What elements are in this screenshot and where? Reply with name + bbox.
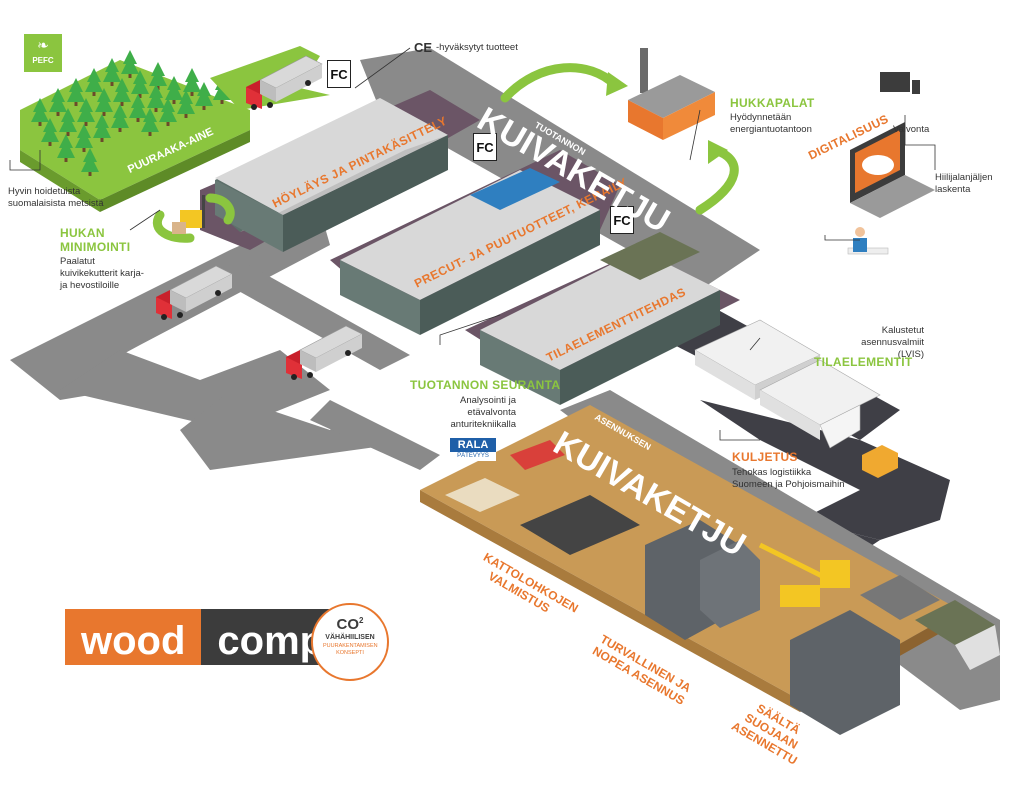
waste-min-text: Paalatut kuivikekutterit karja- ja hevos… — [60, 256, 144, 291]
rala-badge: RALA PÄTEVYYS — [450, 438, 496, 461]
monitoring-label: Valvonta — [893, 124, 930, 135]
furnished-label: Kalustetut asennusvalmiit (LVIS) — [861, 325, 924, 360]
transport-title: KULJETUS — [732, 450, 798, 464]
waste-title: HUKKAPALAT — [730, 96, 815, 110]
tracking-text: Analysointi ja etävalvonta anturitekniik… — [450, 395, 516, 430]
install-site — [420, 405, 960, 735]
transport-text: Tehokas logistiikka Suomeen ja Pohjoisma… — [732, 467, 845, 490]
waste-text: Hyödynnetään energiantuotantoon — [730, 112, 812, 135]
pefc-badge: ❧ PEFC — [24, 34, 62, 72]
building-planing — [215, 98, 448, 252]
factory-icon — [628, 48, 715, 140]
ce-note: -hyväksytyt tuotteet — [436, 42, 518, 53]
monitor-icon — [880, 72, 920, 94]
waste-min-title: HUKAN MINIMOINTI — [60, 226, 131, 254]
co2-sub: PUURAKENTAMISEN KONSEPTI — [323, 643, 378, 656]
co2-mark: CO2 — [336, 616, 364, 633]
worker-icon — [847, 227, 889, 255]
building-element-factory — [480, 232, 720, 405]
woodcomp-logo: wood comp — [65, 609, 341, 665]
pefc-tree-icon: ❧ — [37, 37, 49, 53]
co2-badge: CO2 VÄHÄHIILISEN PUURAKENTAMISEN KONSEPT… — [311, 603, 389, 681]
logo-wood: wood — [65, 609, 202, 665]
co2-title: VÄHÄHIILISEN — [325, 634, 375, 641]
leader-lines — [9, 47, 936, 441]
trailer-truck — [694, 319, 881, 449]
fc-cert-icon: FC — [473, 133, 497, 161]
rala-sub-label: PÄTEVYYS — [450, 452, 496, 461]
flatbed-truck — [860, 575, 1000, 670]
fc-cert-icon: FC — [327, 60, 351, 88]
building-precut — [340, 168, 600, 335]
space-elements-title: TILAELEMENTIT — [814, 355, 913, 369]
rala-label: RALA — [457, 439, 489, 451]
forest-caption: Hyvin hoidetuista suomalaisista metsistä — [8, 186, 104, 209]
ce-mark: CE — [414, 40, 433, 55]
pefc-label: PEFC — [32, 56, 54, 65]
recycle-arrow-icon — [153, 63, 739, 243]
van-icon — [862, 445, 898, 478]
cloud-icon — [862, 155, 894, 175]
fc-cert-icon: FC — [610, 206, 634, 234]
forklift-icon — [172, 195, 205, 234]
carbon-label: Hiilijalanjäljen laskenta — [935, 172, 993, 195]
crane-icon — [758, 542, 850, 607]
tracking-title: TUOTANNON SEURANTA — [410, 378, 561, 392]
